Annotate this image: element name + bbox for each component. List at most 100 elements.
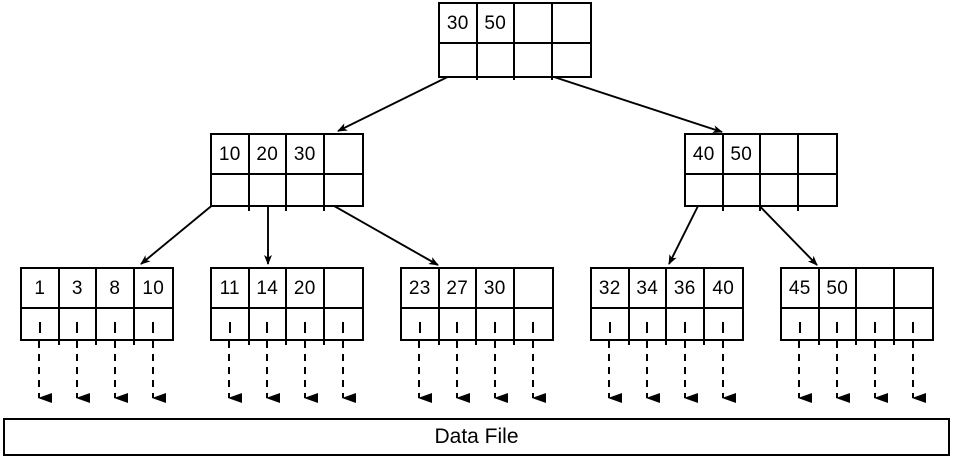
internal-right-pointer-cell-3[interactable]: [761, 175, 799, 211]
leaf-2-key-cell-1[interactable]: 11: [212, 269, 250, 307]
leaf-2-pointer-cell-4[interactable]: [325, 309, 363, 345]
internal-right-pointer-cell-4[interactable]: [799, 175, 837, 211]
internal-right-key-cell-4[interactable]: [799, 135, 837, 173]
leaf-1-pointer-cell-2[interactable]: [60, 309, 97, 345]
root-key-cell-2[interactable]: 50: [478, 4, 515, 42]
root-key-cell-4[interactable]: [553, 4, 591, 42]
leaf-2-key-cell-3[interactable]: 20: [287, 269, 325, 307]
leaf-2-pointer-cell-3[interactable]: [287, 309, 325, 345]
leaf-1-key-cell-3[interactable]: 8: [97, 269, 135, 307]
leaf-4-key-cell-4[interactable]: 40: [712, 277, 735, 299]
leaf-3-pointer-cell-3[interactable]: [477, 309, 515, 345]
leaf-5-key-cell-4[interactable]: [895, 269, 933, 307]
internal-left-pointer-cell-4[interactable]: [325, 175, 363, 211]
record-pointer-stub-icon: [798, 321, 801, 333]
record-pointer-stub-icon: [113, 321, 116, 333]
leaf-4-pointer-cell-4[interactable]: [705, 309, 743, 345]
record-pointer-stub-icon: [38, 321, 41, 333]
internal-left-key-cell-2[interactable]: 20: [250, 135, 287, 173]
root-pointer-cell-1[interactable]: [440, 44, 478, 80]
leaf-3-pointer-cell-1[interactable]: [402, 309, 440, 345]
root-pointer-cell-3[interactable]: [515, 44, 553, 80]
leaf-2-pointer-cell-2[interactable]: [250, 309, 287, 345]
leaf-4-pointer-cell-1[interactable]: [592, 309, 630, 345]
leaf-1-pointer-cell-4[interactable]: [135, 309, 173, 345]
record-pointer-stub-icon: [683, 321, 686, 333]
leaf-4-pointer-cell-3[interactable]: [667, 309, 705, 345]
leaf-2-key-cell-4[interactable]: [325, 269, 363, 307]
internal-left-key-cell-3[interactable]: 30: [287, 135, 325, 173]
root-pointer-cell-2[interactable]: [478, 44, 515, 80]
internal-right-pointer-cell-1[interactable]: [686, 175, 724, 211]
internal-right-key-cell-1[interactable]: 40: [686, 135, 724, 173]
internal-right-pointer-cell-2[interactable]: [724, 175, 761, 211]
record-pointer-stub-icon: [303, 321, 306, 333]
leaf-1-key-cell-1[interactable]: 1: [22, 269, 60, 307]
leaf-5-key-cell-3[interactable]: [857, 269, 895, 307]
record-pointer-edges: [38, 341, 926, 403]
leaf-1-pointer-row: [22, 309, 172, 345]
internal-right-pointer-row: [686, 175, 836, 211]
record-pointer-stub-icon: [228, 321, 231, 333]
record-pointer-stub-icon: [532, 321, 535, 333]
leaf-5-pointer-cell-3[interactable]: [857, 309, 895, 345]
leaf-4-key-cell-1[interactable]: 32: [592, 269, 630, 307]
leaf-4-key-cell-2[interactable]: 34: [630, 269, 667, 307]
root-key-cell-1[interactable]: 30: [440, 4, 478, 42]
leaf-5-key-cell-2[interactable]: 50: [820, 269, 857, 307]
leaf-3-key-cell-2[interactable]: 27: [440, 269, 477, 307]
root-key-cell-3[interactable]: [515, 4, 553, 42]
leaf-3-key-cell-3[interactable]: 30: [477, 269, 515, 307]
leaf-3-pointer-cell-4[interactable]: [515, 309, 553, 345]
leaf-3-pointer-cell-2[interactable]: [440, 309, 477, 345]
internal-right-key-cell-3[interactable]: [761, 135, 799, 173]
leaf-5-pointer-cell-4[interactable]: [895, 309, 933, 345]
leaf-2-pointer-cell-1[interactable]: [212, 309, 250, 345]
leaf-3-pointer-row: [402, 309, 552, 345]
internal-right-key-cell-2[interactable]: 50: [724, 135, 761, 173]
internal-left-pointer-cell-1[interactable]: [212, 175, 250, 211]
leaf-4-pointer-cell-2[interactable]: [630, 309, 667, 345]
record-pointer-stub-icon: [76, 321, 79, 333]
leaf-5-pointer-cell-1[interactable]: [782, 309, 820, 345]
internal-left-key-cell-1[interactable]: 10: [212, 135, 250, 173]
record-pointer-stub-icon: [456, 321, 459, 333]
internal-left-key-cell-4[interactable]: [325, 135, 363, 173]
leaf-3-key-cell-1[interactable]: 23: [402, 269, 440, 307]
leaf-5-pointer-cell-2[interactable]: [820, 309, 857, 345]
leaf-1-pointer-cell-1[interactable]: [22, 309, 60, 345]
leaf-1-key-cell-4[interactable]: 10: [142, 277, 165, 299]
leaf-1-key-cell-2[interactable]: 3: [60, 269, 97, 307]
internal-left-pointer-cell-2[interactable]: [250, 175, 287, 211]
root-pointer-cell-4[interactable]: [553, 44, 591, 80]
root-pointer-row: [440, 44, 590, 80]
leaf-1-pointer-cell-3[interactable]: [97, 309, 135, 345]
data-file-box[interactable]: Data File: [3, 418, 950, 456]
record-pointer-stub-icon: [646, 321, 649, 333]
leaf-2-key-cell-2[interactable]: 14: [250, 269, 287, 307]
leaf-3-key-cell-4[interactable]: [515, 269, 553, 307]
record-pointer-stub-icon: [836, 321, 839, 333]
leaf-5-key-cell-1[interactable]: 45: [782, 269, 820, 307]
internal-left-pointer-cell-3[interactable]: [287, 175, 325, 211]
record-pointer-stub-icon: [608, 321, 611, 333]
leaf-2-pointer-row: [212, 309, 362, 345]
leaf-4-key-cell-3[interactable]: 36: [667, 269, 705, 307]
data-file-label: Data File: [434, 425, 519, 448]
leaf-5-pointer-row: [782, 309, 932, 345]
